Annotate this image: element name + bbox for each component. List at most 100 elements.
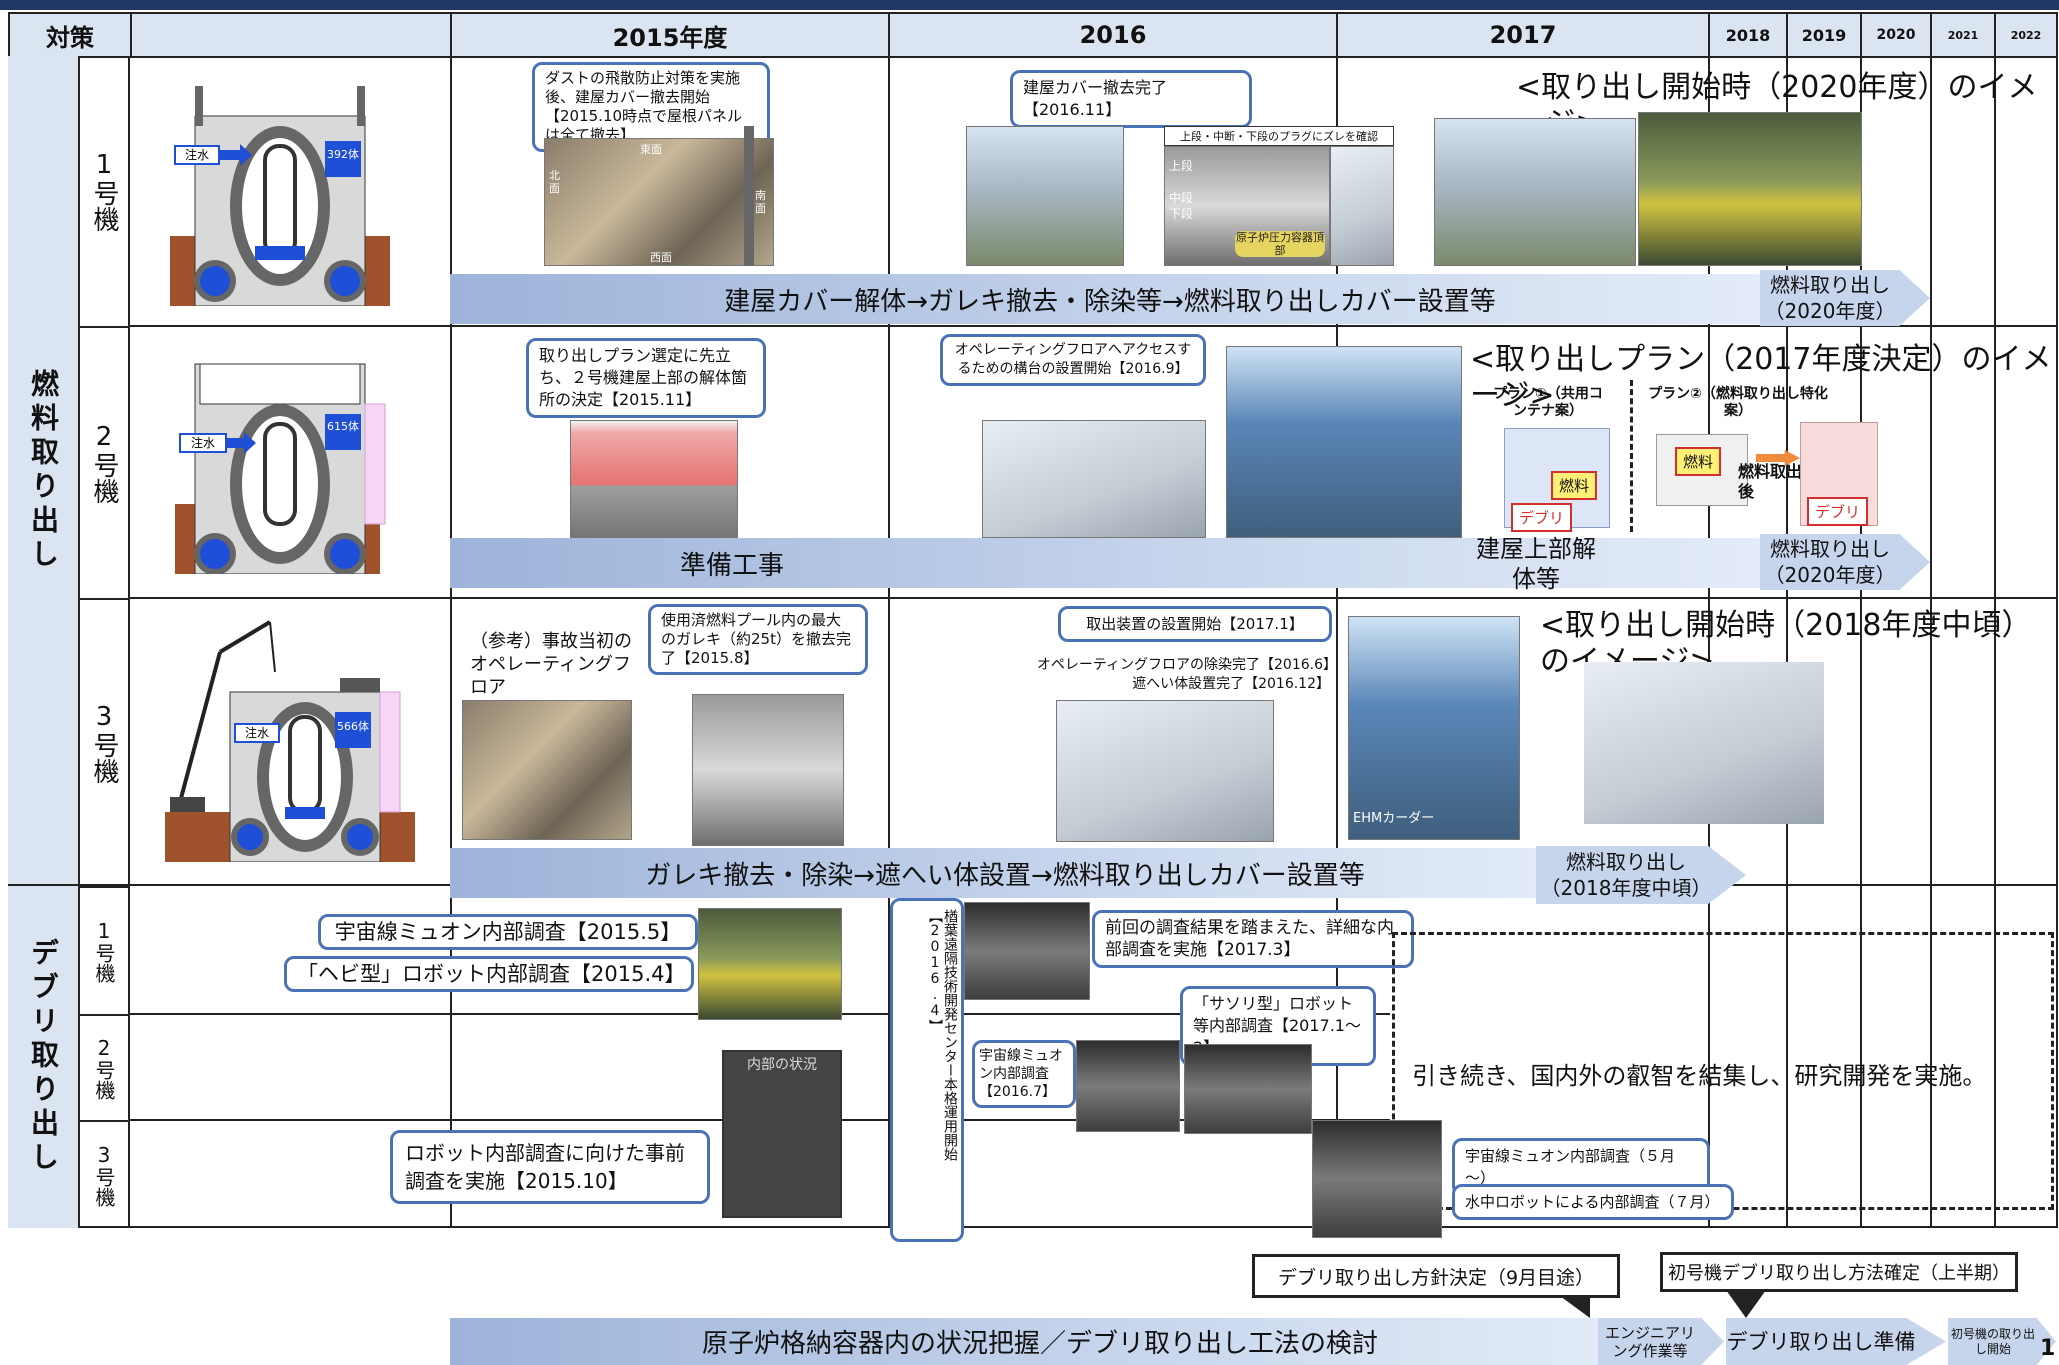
plan1-fuel: 燃料 (1551, 471, 1598, 500)
photo-label-east: 東面 (640, 143, 662, 156)
photo-inside-status: 内部の状況 (722, 1050, 842, 1218)
header-blank (130, 12, 452, 58)
header-2015: 2015年度 (450, 12, 890, 58)
callout-row1-2016: 建屋カバー撤去完了【2016.11】 (1010, 70, 1252, 128)
year-line-2018 (1708, 56, 1710, 1228)
plan-divider (1630, 380, 1633, 532)
photo-row1-plug: 上段 中段 下段 原子炉圧力容器頂部 (1164, 146, 1330, 266)
header-2017: 2017 (1336, 12, 1710, 58)
inject-label-2: 注水 (191, 435, 215, 450)
fuel-count-1: 392体 (327, 147, 359, 161)
bar-bottom: 原子炉格納容器内の状況把握／デブリ取り出し工法の検討 (450, 1318, 1630, 1365)
photo-row1-plug-side (1330, 146, 1394, 266)
inject-label-3: 注水 (245, 725, 269, 740)
photo-row2-2015 (570, 420, 738, 538)
unit-2-fuel: 2号機 (80, 326, 130, 598)
header-2022: 2022 (1994, 12, 2058, 58)
section-fuel: 燃料取り出し (8, 56, 80, 886)
photo-muon-2016 (1076, 1040, 1180, 1132)
photo-row3-reference (462, 700, 632, 840)
callout-row2-2016: オペレーティングフロアへアクセスするための構台の設置開始【2016.9】 (940, 334, 1206, 386)
section-debris: デブリ取り出し (8, 884, 80, 1228)
photo-row2-2017 (1226, 346, 1462, 538)
header-2018: 2018 (1708, 12, 1788, 58)
callout-detailed-survey: 前回の調査結果を踏まえた、詳細な内部調査を実施【2017.3】 (1092, 910, 1414, 968)
plan2-box-b: デブリ (1800, 422, 1878, 526)
plan2-box-a: 燃料 (1656, 434, 1748, 506)
unit-1-fuel: 1号機 (80, 56, 130, 326)
photo-row1-2015: 東面 北面 南面 西面 (544, 138, 774, 266)
unit-3-debris: 3号機 (80, 1120, 130, 1228)
photo-row1-2016 (966, 126, 1124, 266)
unit-2-debris: 2号機 (80, 1014, 130, 1120)
photo-row2-2016 (982, 420, 1206, 538)
plug-label-mid: 中段 (1169, 191, 1194, 205)
callout-row1-2015: ダストの飛散防止対策を実施後、建屋カバー撤去開始【2015.10時点で屋根パネル… (532, 62, 770, 152)
header-2019: 2019 (1786, 12, 1862, 58)
callout-naraha-center: 楢葉遠隔技術開発センター本格運用開始【2016.4】 (890, 898, 964, 1242)
row-divider-2 (130, 597, 2058, 599)
reactor-diagram-unit3: 注水 566体 (165, 620, 415, 862)
fuel-count-3: 566体 (337, 719, 369, 733)
header-2016: 2016 (888, 12, 1338, 58)
bar-row3: ガレキ撤去・除染→遮へい体設置→燃料取り出しカバー設置等 (450, 848, 1560, 898)
header-2021: 2021 (1930, 12, 1996, 58)
top-bar (0, 0, 2059, 10)
callout-robot-presurvey: ロボット内部調査に向けた事前調査を実施【2015.10】 (390, 1130, 710, 1204)
photo-row3-2016 (1056, 700, 1274, 842)
row-divider-1 (130, 325, 2058, 327)
callout-snake-robot: 「ヘビ型」ロボット内部調査【2015.4】 (284, 956, 694, 992)
photo-label-south: 南面 (755, 189, 766, 215)
photo-scorpion (1184, 1044, 1312, 1134)
reactor-diagram-unit1: 注水 392体 (170, 86, 390, 306)
arrow-debris-prep: デブリ取り出し準備 (1726, 1318, 1946, 1365)
page-number: 1 (2040, 1336, 2056, 1361)
callout-first-unit-method-pointer (1726, 1290, 1766, 1318)
callout-first-unit-method: 初号機デブリ取り出し方法確定（上半期） (1660, 1252, 2018, 1292)
photo-row1-robot-2017 (964, 902, 1090, 1000)
header-2020: 2020 (1860, 12, 1932, 58)
arrow-engineering: エンジニアリング作業等 (1598, 1318, 1724, 1365)
photo-row1-2015-edge (744, 126, 754, 266)
plan2-fuel: 燃料 (1675, 447, 1722, 476)
reactor-diagram-unit2: 注水 615体 (175, 363, 386, 574)
callout-row2-2015: 取り出しプラン選定に先立ち、２号機建屋上部の解体箇所の決定【2015.11】 (526, 338, 766, 418)
callout-underwater-robot: 水中ロボットによる内部調査（７月） (1452, 1184, 1734, 1220)
unit-1-debris: 1号機 (80, 886, 130, 1014)
photo-row1-2017 (1434, 118, 1636, 266)
row3-note-2016: オペレーティングフロアの除染完了【2016.6】遮へい体設置完了【2016.12… (1036, 657, 1330, 692)
header-measure: 対策 (8, 12, 132, 58)
plan2-arrow (1756, 450, 1800, 466)
arrow-row2: 燃料取り出し（2020年度） (1760, 534, 1930, 590)
plan2-label: プラン②（燃料取り出し特化案） (1648, 386, 1828, 419)
debris-continue-text: 引き続き、国内外の叡智を結集し、研究開発を実施。 (1412, 1062, 1987, 1090)
year-line-2021 (1930, 56, 1932, 1228)
row3-reference: （参考）事故当初のオペレーティングフロア (470, 631, 632, 698)
photo-row3-2017: EHMカーダー (1348, 616, 1520, 840)
year-line-2016 (888, 56, 890, 1228)
year-line-2020 (1860, 56, 1862, 1228)
arrow-row1: 燃料取り出し（2020年度） (1760, 270, 1930, 326)
inside-status-label: 内部の状況 (747, 1057, 817, 1073)
bar-row2: 準備工事 (450, 538, 1770, 588)
year-line-2017 (1336, 56, 1338, 1228)
plug-label-top: 上段 (1169, 159, 1194, 173)
photo-underwater-robot (1312, 1120, 1442, 1238)
callout-debris-policy: デブリ取り出し方針決定（9月目途） (1252, 1254, 1620, 1298)
callout-muon-2016: 宇宙線ミュオン内部調査【2016.7】 (972, 1040, 1076, 1108)
year-line-2022 (1994, 56, 1996, 1228)
plan1-box: 燃料 デブリ (1504, 428, 1610, 532)
callout-row3-2017: 取出装置の設置開始【2017.1】 (1058, 606, 1332, 642)
year-line-2019 (1786, 56, 1788, 1228)
fuel-count-2: 615体 (327, 419, 359, 433)
photo-label-west: 西面 (650, 251, 672, 264)
row2-image-title: <取り出しプラン（2017年度決定）のイメージ> (1470, 342, 2052, 413)
plan2-after: 燃料取出後 (1738, 462, 1803, 501)
photo-row3-2015 (692, 694, 844, 846)
bar-row1: 建屋カバー解体→ガレキ撤去・除染等→燃料取り出しカバー設置等 (450, 274, 1770, 324)
callout-debris-policy-pointer (1560, 1296, 1590, 1318)
unit-3-fuel: 3号機 (80, 598, 130, 886)
plan1-debris: デブリ (1511, 503, 1573, 532)
photo-snake-robot (698, 908, 842, 1020)
plug-note: 上段・中断・下段のプラグにズレを確認 (1164, 126, 1394, 146)
